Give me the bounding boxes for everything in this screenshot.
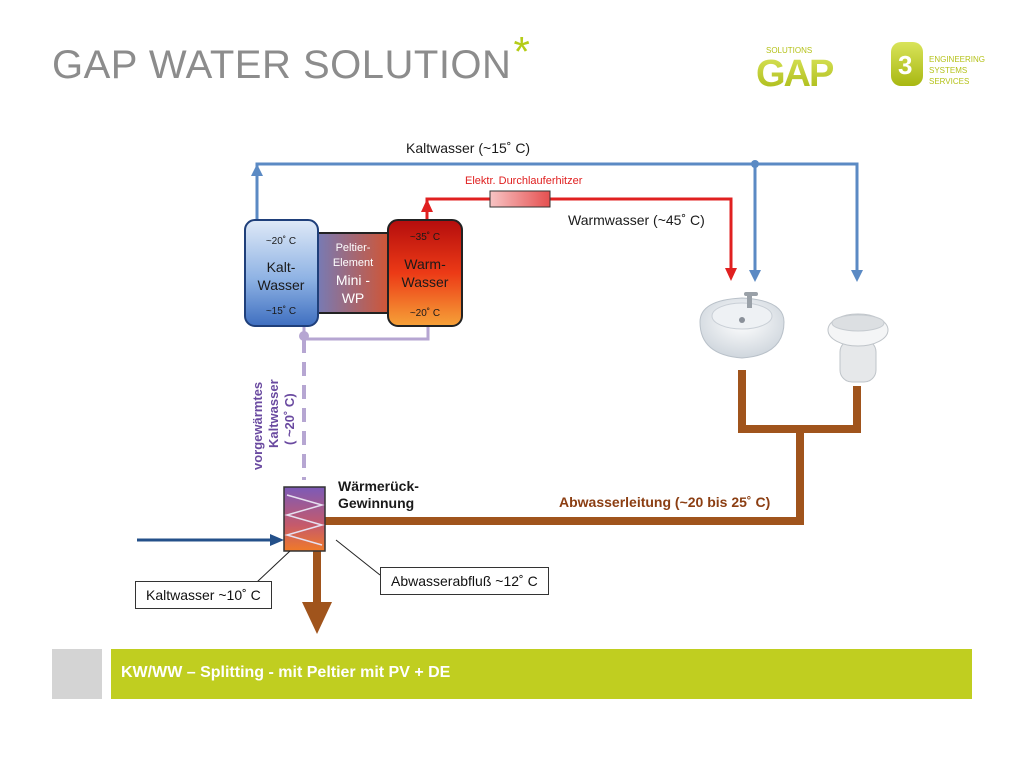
- arrow-down-sink-warm: [725, 268, 737, 281]
- kaltwasser-top-label: Kaltwasser (~15˚ C): [406, 140, 530, 156]
- warm-tank: [387, 219, 463, 327]
- sink-icon: [699, 292, 785, 359]
- footer-text: KW/WW – Splitting - mit Peltier mit PV +…: [121, 664, 451, 681]
- cold-inlet-arrow: [270, 534, 284, 546]
- footer-banner: KW/WW – Splitting - mit Peltier mit PV +…: [111, 649, 972, 699]
- logo-badge: [891, 42, 923, 86]
- cold-water-pipes: [255, 162, 859, 272]
- cold-junction-dot: [751, 160, 759, 168]
- logo-line-3: SERVICES: [929, 77, 969, 86]
- arrow-up-warm: [421, 199, 433, 212]
- cold-tank-bottom-temp: ~15˚ C: [266, 305, 296, 317]
- logo-line-2: SYSTEMS: [929, 66, 967, 75]
- warm-tank-bottom-temp: ~20˚ C: [410, 307, 440, 319]
- logo-superscript: 3: [898, 50, 912, 80]
- peltier-label-3: Mini -: [336, 272, 371, 288]
- warmwasser-label: Warmwasser (~45˚ C): [568, 212, 705, 228]
- preheated-label-1: vorgewärmtes: [250, 382, 265, 470]
- heat-recovery-label-2: Gewinnung: [338, 495, 414, 511]
- gap-logo: SOLUTIONS GAP 3 ENGINEERING SYSTEMS SERV…: [756, 42, 985, 95]
- arrow-down-sink-cold: [749, 270, 761, 282]
- callout-line-outlet: [335, 539, 381, 576]
- preheated-label: vorgewärmtes Kaltwasser ( ~20˚ C): [250, 379, 297, 470]
- toilet-icon: [827, 313, 889, 383]
- peltier-label-2: Element: [333, 257, 373, 269]
- footer-gray-block: [52, 649, 102, 699]
- cold-tank: [244, 219, 319, 327]
- heater-label: Elektr. Durchlauferhitzer: [465, 175, 583, 187]
- heat-recovery-label-1: Wärmerück-: [338, 478, 419, 494]
- waste-water-pipes: [313, 370, 861, 604]
- peltier-label-1: Peltier-: [336, 242, 371, 254]
- warm-water-pipes: [425, 197, 733, 270]
- kaltwasser-inlet-label: Kaltwasser ~10˚ C: [135, 581, 272, 609]
- slide-title-text: GAP WATER SOLUTION: [52, 43, 512, 87]
- logo-wordmark: GAP: [756, 53, 834, 95]
- preheated-label-3: ( ~20˚ C): [282, 393, 297, 445]
- warm-tank-label-1: Warm-: [404, 256, 446, 272]
- preheated-label-2: Kaltwasser: [266, 379, 281, 448]
- arrow-down-toilet-cold: [851, 270, 863, 282]
- abwasserleitung-label: Abwasserleitung (~20 bis 25˚ C): [559, 494, 770, 510]
- warm-tank-label-2: Wasser: [402, 274, 449, 290]
- cold-tank-label-2: Wasser: [258, 277, 305, 293]
- title-asterisk: *: [513, 28, 531, 75]
- preheated-junction-dot: [299, 331, 309, 341]
- cold-tank-top-temp: ~20˚ C: [266, 235, 296, 247]
- warm-tank-top-temp: ~35˚ C: [410, 231, 440, 243]
- slide-title: GAP WATER SOLUTION*: [52, 28, 530, 88]
- arrow-up-cold: [251, 164, 263, 176]
- logo-solutions-text: SOLUTIONS: [766, 46, 812, 55]
- abwasserabfluss-label: Abwasserabfluß ~12˚ C: [380, 567, 549, 595]
- cold-tank-label-1: Kalt-: [267, 259, 296, 275]
- electric-heater: [489, 190, 551, 208]
- logo-line-1: ENGINEERING: [929, 55, 985, 64]
- waste-outlet-arrow: [302, 602, 332, 634]
- heat-exchanger-coil: [284, 494, 325, 546]
- peltier-label-4: WP: [342, 290, 365, 306]
- callout-line-inlet: [256, 550, 291, 583]
- preheated-pipes: [302, 325, 430, 480]
